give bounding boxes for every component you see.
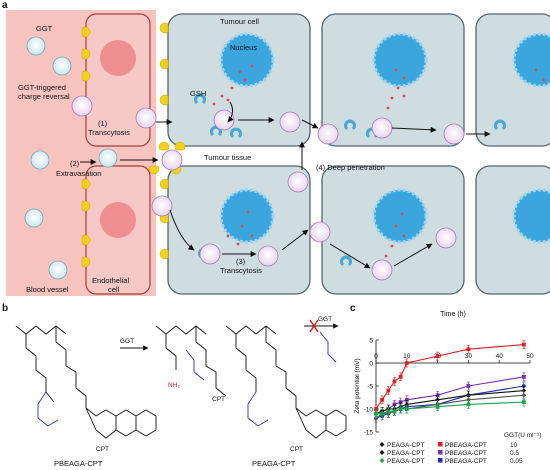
nucleus-6 [512,188,550,244]
label-tumour-tissue: Tumour tissue [204,153,252,162]
label-b-name-1: PBEAGA-CPT [54,459,103,468]
data-point [392,379,397,384]
data-point [374,407,378,411]
label-step3-num: (3) [236,257,246,266]
data-point [466,402,471,407]
data-point [435,393,440,398]
nucleus-5 [512,32,550,88]
x-tick-label: 0 [374,353,378,360]
data-point [521,342,526,347]
label-b-ggt-1: GGT [120,338,135,345]
x-tick-label: 40 [496,353,504,360]
data-point [404,397,409,402]
legend-label-left: PEAGA-CPT [387,450,425,457]
chart-y-title: Zeta potential (mV) [354,358,361,413]
data-point [404,361,409,365]
y-tick-label: -5 [367,384,373,391]
label-b-name-2: PEAGA-CPT [252,459,296,468]
y-tick-label: -10 [364,407,374,414]
data-point [466,384,471,388]
label-step2-num: (2) [70,159,80,168]
x-tick-label: 30 [465,353,473,360]
label-gsh: GSH [190,89,207,98]
label-ggt-triggered: GGT-triggered [18,83,66,92]
panel-a-schematic [6,10,550,296]
nucleus-4 [372,188,428,244]
label-ggt: GGT [36,24,53,33]
label-nucleus: Nucleus [230,43,258,52]
data-point [392,402,397,407]
y-tick-label: -15 [364,430,374,437]
label-step1: Transcytosis [88,128,130,137]
label-endothelial: Endothelial [92,276,130,285]
data-point [521,384,526,388]
label-b-cpt-3: CPT [290,446,303,453]
legend-marker-right [438,458,443,463]
label-tumour-cell: Tumour cell [220,17,259,26]
nucleus-3 [372,32,428,88]
legend-header: GGT(U ml⁻¹) [504,432,541,439]
data-point [404,407,409,411]
legend-marker-left [379,450,385,455]
data-point [380,397,385,402]
data-point [398,400,403,404]
label-charge-reversal: charge reversal [18,92,70,101]
legend-marker-right [438,442,443,447]
label-b-nh2: NH₂ [168,382,180,389]
y-tick-label: 0 [369,361,373,368]
data-point [392,409,397,414]
label-blood-vessel: Blood vessel [26,285,69,294]
series-line-4 [375,394,524,419]
nanoparticles-tissue [71,95,465,281]
drug-dots [212,64,546,258]
endothelial-nucleus-top [100,40,136,76]
panel-label-a: a [2,0,8,11]
x-tick-label: 50 [526,353,534,360]
nucleus-2 [219,188,275,244]
legend-value: 0.05 [510,458,523,465]
label-cell: cell [108,285,120,294]
panel-b-structures [15,319,347,439]
chart-x-title: Time (h) [440,311,466,318]
data-point [521,374,526,379]
nucleus-1 [219,32,275,88]
legend-label-right: PBEAGA-CPT [445,450,487,457]
endothelial-nucleus-bottom [100,202,136,238]
panel-label-c: c [350,303,356,314]
data-point [521,392,527,398]
legend-label-left: PEAGA-CPT [387,458,425,465]
data-point [374,411,378,416]
legend-marker-right [438,450,443,455]
legend-label-right: PBEAGA-CPT [445,458,487,465]
data-point [386,388,391,393]
data-point [466,347,471,352]
label-b-ggt-2: GGT [318,316,333,323]
legend-label-right: PBEAGA-CPT [445,442,487,449]
label-step1-num: (1) [98,119,108,128]
label-step3: Transcytosis [220,266,262,275]
data-point [435,354,440,358]
data-point [386,409,391,414]
nanoparticles-vessel [24,36,118,280]
legend-label-left: PEAGA-CPT [387,442,425,449]
legend-value: 10 [510,442,518,449]
label-step2: Extravasation [56,169,102,178]
data-point [521,400,526,404]
label-step4: (4) Deep penetration [316,163,385,172]
y-tick-label: 5 [369,338,373,345]
data-point [398,407,403,411]
legend-marker-left [379,458,385,463]
label-b-cpt-1: CPT [96,446,109,453]
legend-value: 0.5 [510,450,519,457]
panel-label-b: b [2,303,9,314]
label-b-cpt-2: CPT [212,396,225,403]
x-tick-label: 10 [403,353,411,360]
data-point [398,374,403,379]
data-point [521,388,527,393]
data-point [380,411,385,416]
legend-marker-left [379,442,385,447]
data-point [435,404,440,409]
